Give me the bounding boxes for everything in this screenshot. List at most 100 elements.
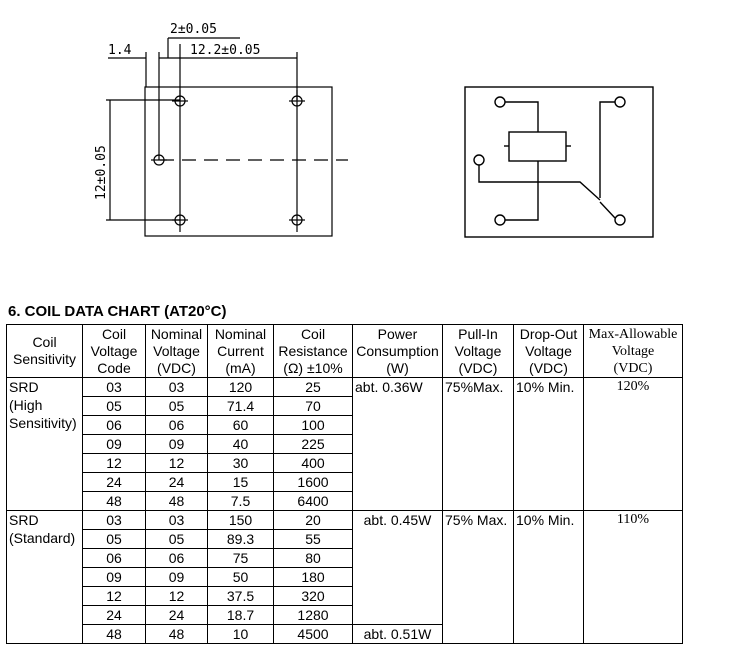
table-row: 06 06 75 80 [7, 548, 683, 568]
coil-resistance: 25 [273, 377, 353, 397]
nominal-voltage: 05 [145, 529, 208, 549]
table-row: SRD(Standard) 03 03 150 20 abt. 0.45W 75… [6, 510, 683, 644]
coil-voltage-code: 05 [82, 396, 146, 416]
coil-voltage-code: 48 [82, 624, 146, 644]
coil-voltage-code: 48 [82, 491, 146, 511]
nominal-current: 7.5 [207, 491, 274, 511]
nominal-current: 150 [207, 510, 274, 530]
circuit-diagram [464, 86, 654, 238]
nominal-current: 120 [207, 377, 274, 397]
nominal-current: 37.5 [207, 586, 274, 606]
coil-symbol [508, 131, 567, 162]
relay-drawings: 2±0.05 1.4 12.2±0.05 12±0.05 [94, 22, 654, 238]
nominal-current: 60 [207, 415, 274, 435]
power-consumption-last: abt. 0.51W [352, 624, 443, 644]
nominal-voltage: 09 [145, 434, 208, 454]
table-row: 48 48 10 4500 abt. 0.51W [7, 624, 683, 644]
coil-resistance: 100 [273, 415, 353, 435]
power-consumption: abt. 0.36W [352, 377, 443, 511]
table-row: 06 06 60 100 [7, 415, 683, 435]
max-allowable-voltage: 110% [583, 510, 683, 644]
coil-resistance: 180 [273, 567, 353, 587]
terminal [494, 214, 506, 226]
coil-resistance: 4500 [273, 624, 353, 644]
drop-out-voltage: 10% Min. [513, 510, 584, 644]
nominal-current: 75 [207, 548, 274, 568]
table-row: 48 48 7.5 6400 [7, 491, 683, 511]
nominal-current: 30 [207, 453, 274, 473]
nominal-voltage: 06 [145, 415, 208, 435]
coil-voltage-code: 24 [82, 472, 146, 492]
relay-outline [144, 86, 333, 237]
coil-resistance: 1600 [273, 472, 353, 492]
coil-resistance: 6400 [273, 491, 353, 511]
nominal-voltage: 24 [145, 472, 208, 492]
nominal-voltage: 03 [145, 510, 208, 530]
coil-voltage-code: 12 [82, 586, 146, 606]
coil-resistance: 70 [273, 396, 353, 416]
coil-voltage-code: 03 [82, 510, 146, 530]
coil-resistance: 80 [273, 548, 353, 568]
nominal-voltage: 12 [145, 453, 208, 473]
dim-offset: 1.4 [108, 43, 132, 58]
terminal [494, 96, 506, 108]
nominal-current: 50 [207, 567, 274, 587]
nominal-voltage: 06 [145, 548, 208, 568]
coil-voltage-code: 24 [82, 605, 146, 625]
coil-voltage-code: 09 [82, 434, 146, 454]
nominal-voltage: 24 [145, 605, 208, 625]
nominal-voltage: 48 [145, 491, 208, 511]
max-allowable-voltage: 120% [583, 377, 683, 511]
coil-resistance: 320 [273, 586, 353, 606]
coil-data-chart-title: 6. COIL DATA CHART (AT20°C) [8, 303, 227, 320]
coil-resistance: 225 [273, 434, 353, 454]
coil-resistance: 1280 [273, 605, 353, 625]
nominal-current: 40 [207, 434, 274, 454]
pcb-layout-drawing [106, 37, 348, 237]
dim-pitch-small: 2±0.05 [170, 22, 217, 37]
drop-out-voltage: 10% Min. [513, 377, 584, 511]
nominal-voltage: 09 [145, 567, 208, 587]
sensitivity-cell: SRD(Standard) [6, 510, 83, 644]
table-row: 12 12 30 400 [7, 453, 683, 473]
pull-in-voltage: 75% Max. [442, 510, 514, 644]
coil-voltage-code: 12 [82, 453, 146, 473]
dim-pitch-vertical: 12±0.05 [94, 145, 109, 200]
nominal-current: 15 [207, 472, 274, 492]
coil-voltage-code: 06 [82, 415, 146, 435]
pull-in-voltage: 75%Max. [442, 377, 514, 511]
nominal-voltage: 12 [145, 586, 208, 606]
coil-resistance: 400 [273, 453, 353, 473]
coil-voltage-code: 05 [82, 529, 146, 549]
nominal-current: 10 [207, 624, 274, 644]
coil-voltage-code: 03 [82, 377, 146, 397]
coil-voltage-code: 06 [82, 548, 146, 568]
table-row: 09 09 40 225 [7, 434, 683, 454]
circuit-outline [464, 86, 654, 238]
terminal [473, 154, 485, 166]
power-consumption: abt. 0.45W [352, 510, 443, 625]
nominal-current: 89.3 [207, 529, 274, 549]
nominal-voltage: 05 [145, 396, 208, 416]
coil-resistance: 55 [273, 529, 353, 549]
terminal [614, 214, 626, 226]
dim-pitch-long: 12.2±0.05 [190, 43, 260, 58]
coil-resistance: 20 [273, 510, 353, 530]
nominal-current: 71.4 [207, 396, 274, 416]
nominal-voltage: 03 [145, 377, 208, 397]
nominal-voltage: 48 [145, 624, 208, 644]
table-row: 12 12 37.5 320 [7, 586, 683, 606]
terminal [614, 96, 626, 108]
